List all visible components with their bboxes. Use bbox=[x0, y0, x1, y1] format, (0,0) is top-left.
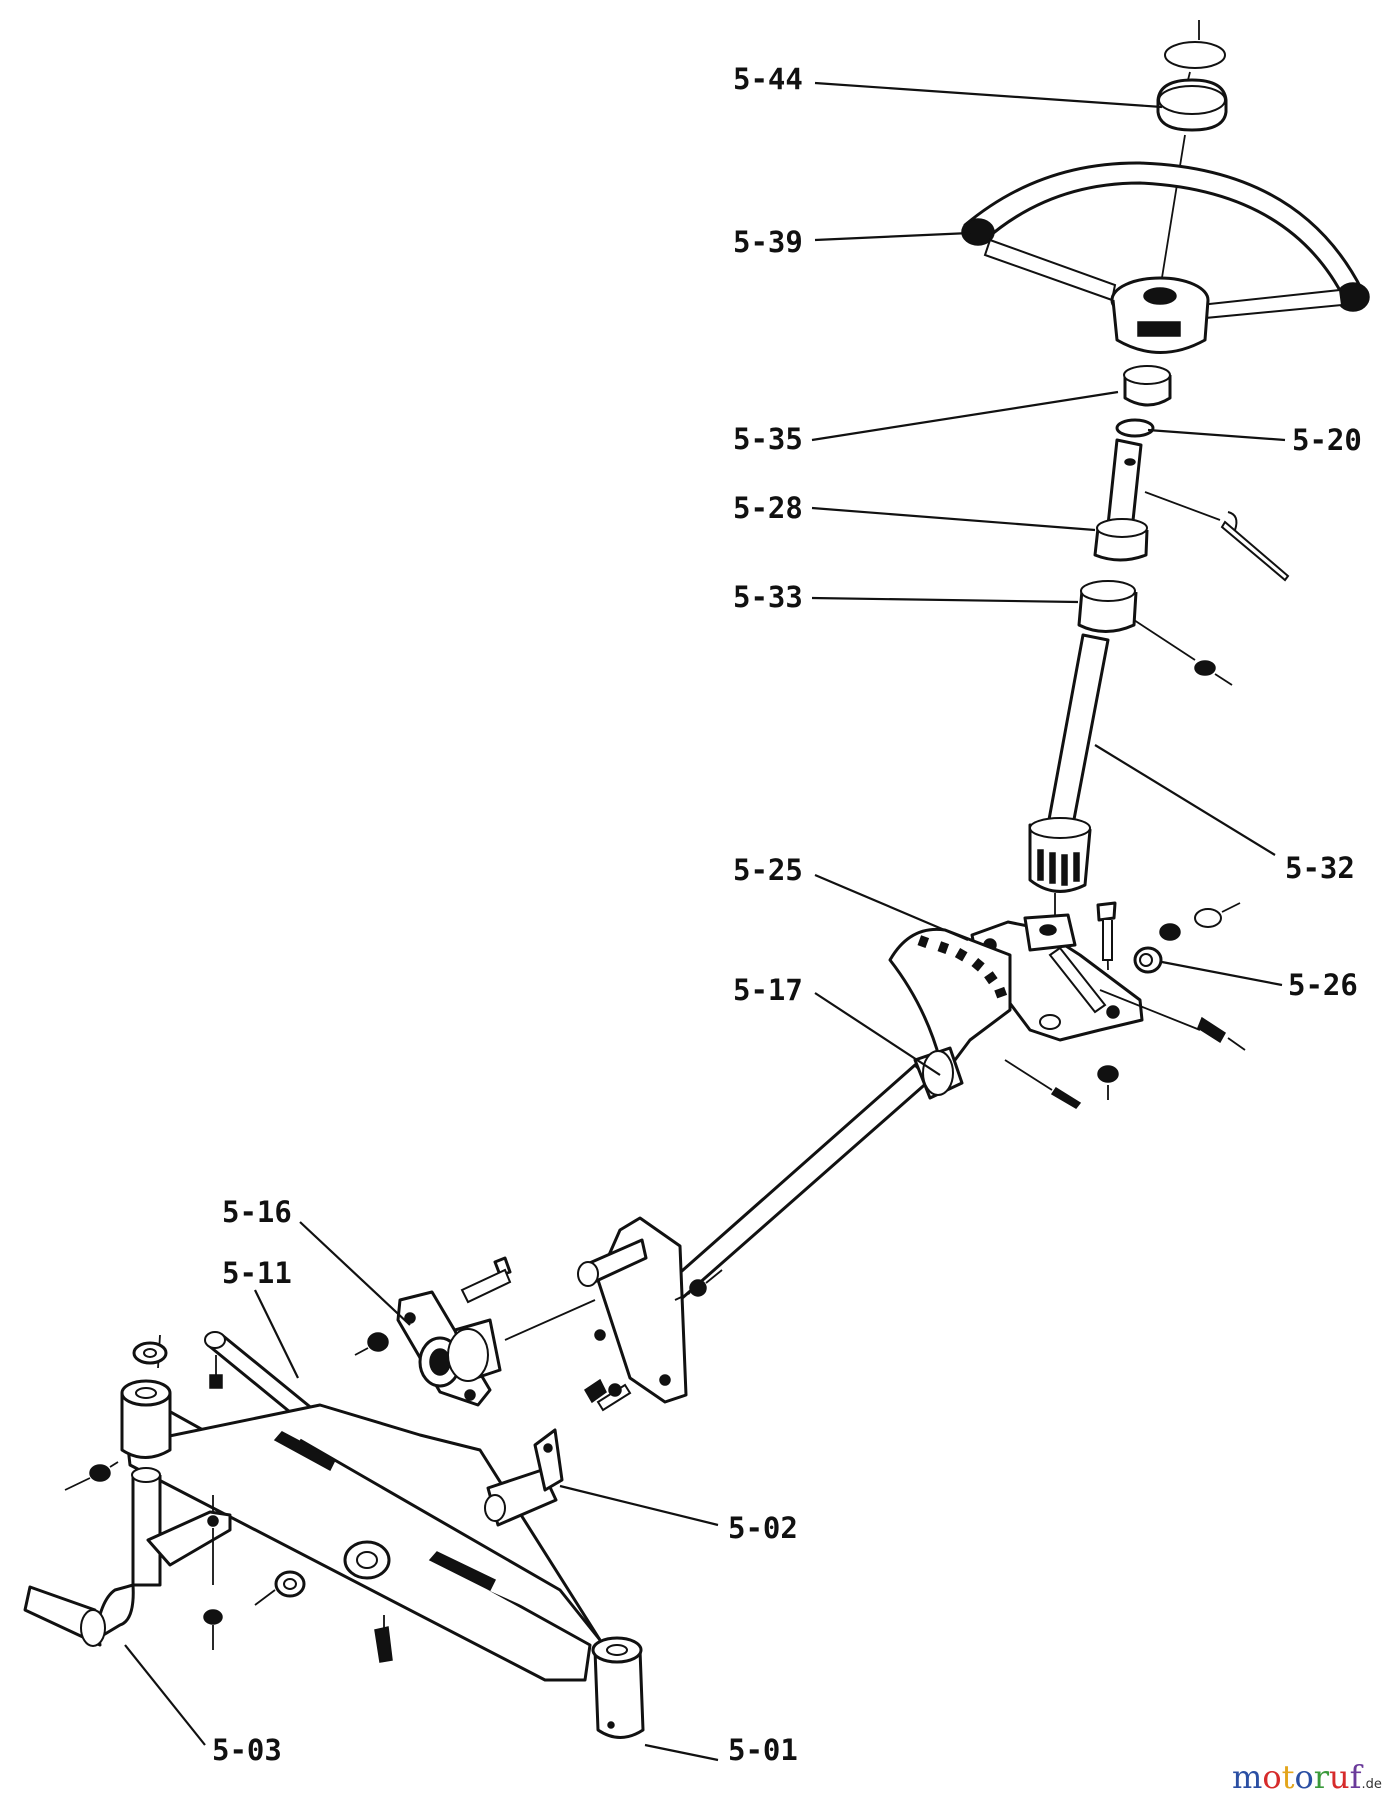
watermark-logo: motoruf.de bbox=[1232, 1758, 1382, 1796]
leader-5-28 bbox=[811, 506, 1096, 532]
steering-shaft bbox=[1028, 633, 1110, 915]
pivot-plate bbox=[354, 1256, 596, 1407]
label-5-17: 5-17 bbox=[733, 973, 803, 1007]
label-5-01: 5-01 bbox=[728, 1733, 798, 1767]
label-5-33: 5-33 bbox=[733, 580, 803, 614]
callout-labels: 5-44 5-39 5-35 5-20 5-28 5-33 5-32 5-25 … bbox=[212, 62, 1362, 1767]
leader-5-03 bbox=[124, 1644, 206, 1746]
label-5-16: 5-16 bbox=[222, 1195, 292, 1229]
leader-5-35 bbox=[811, 390, 1119, 442]
leader-5-11 bbox=[254, 1289, 299, 1379]
label-5-03: 5-03 bbox=[212, 1733, 282, 1767]
leader-5-44 bbox=[814, 81, 1163, 109]
left-spindle bbox=[23, 1334, 393, 1663]
leader-5-26 bbox=[1161, 960, 1283, 987]
spacer-hardware bbox=[1099, 902, 1246, 1051]
callout-leaders bbox=[124, 81, 1286, 1762]
axle-pivot-bracket bbox=[577, 1216, 723, 1404]
front-axle bbox=[120, 1378, 645, 1739]
leader-5-25 bbox=[814, 873, 969, 942]
leader-5-33 bbox=[811, 596, 1079, 604]
watermark-letter: f bbox=[1350, 1758, 1364, 1796]
drag-link bbox=[638, 1046, 964, 1324]
leader-5-32 bbox=[1094, 744, 1276, 856]
horn-cap-assembly bbox=[1156, 20, 1228, 291]
leader-5-17 bbox=[814, 992, 941, 1076]
label-5-11: 5-11 bbox=[222, 1256, 292, 1290]
label-5-20: 5-20 bbox=[1292, 423, 1362, 457]
steering-gear-bracket bbox=[888, 901, 1144, 1109]
site-watermark: motoruf.de bbox=[1232, 1758, 1382, 1796]
watermark-letter: o bbox=[1262, 1758, 1281, 1796]
watermark-letter: u bbox=[1329, 1758, 1350, 1796]
upper-steering-column bbox=[1077, 365, 1290, 686]
leader-5-39 bbox=[814, 231, 971, 242]
label-5-44: 5-44 bbox=[733, 62, 803, 96]
leader-5-01 bbox=[644, 1743, 719, 1762]
watermark-letter: o bbox=[1294, 1758, 1313, 1796]
leader-5-20 bbox=[1147, 428, 1286, 442]
label-5-28: 5-28 bbox=[733, 491, 803, 525]
label-5-32: 5-32 bbox=[1285, 851, 1355, 885]
watermark-letter: r bbox=[1314, 1758, 1330, 1796]
label-5-25: 5-25 bbox=[733, 853, 803, 887]
label-5-39: 5-39 bbox=[733, 225, 803, 259]
leader-5-16 bbox=[299, 1221, 411, 1326]
label-5-26: 5-26 bbox=[1288, 968, 1358, 1002]
watermark-suffix: .de bbox=[1361, 1777, 1381, 1792]
label-5-02: 5-02 bbox=[728, 1511, 798, 1545]
watermark-letter: m bbox=[1232, 1758, 1262, 1796]
label-5-35: 5-35 bbox=[733, 422, 803, 456]
leader-5-02 bbox=[559, 1484, 719, 1527]
watermark-letter: t bbox=[1282, 1758, 1295, 1796]
steering-wheel bbox=[961, 161, 1370, 354]
